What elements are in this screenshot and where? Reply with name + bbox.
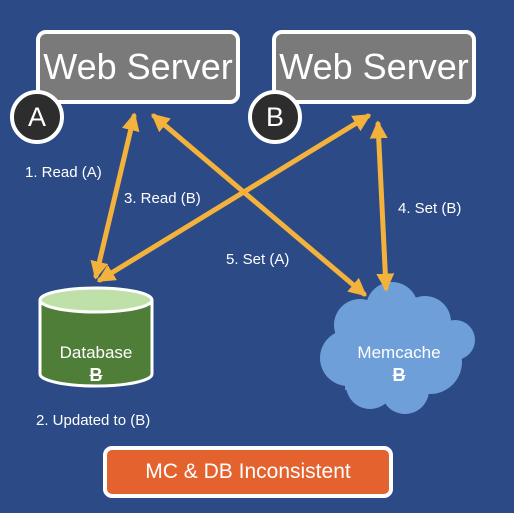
step-label-set-b: 4. Set (B) <box>398 200 462 217</box>
step-label-read-a: 1. Read (A) <box>25 164 102 181</box>
arrow-set-b <box>369 120 395 292</box>
web-server-b: Web Server <box>272 30 476 104</box>
database-value: B <box>89 365 103 385</box>
memcache-label: Memcache <box>357 343 441 362</box>
database-label: Database <box>59 343 133 362</box>
memcache-value: B <box>392 365 406 385</box>
web-server-b-title: Web Server <box>279 46 469 87</box>
server-a-badge: A <box>10 90 64 144</box>
step-label-set-a: 5. Set (A) <box>226 251 290 268</box>
web-server-a: Web Server <box>36 30 240 104</box>
server-b-badge: B <box>248 90 302 144</box>
database-node <box>38 286 154 388</box>
step-label-read-b: 3. Read (B) <box>124 190 201 207</box>
step-label-updated-b: 2. Updated to (B) <box>36 412 151 429</box>
memcache-cloud <box>320 282 475 414</box>
web-server-a-title: Web Server <box>43 46 233 87</box>
arrow-set-a <box>151 113 367 297</box>
inconsistency-status: MC & DB Inconsistent <box>103 446 393 498</box>
